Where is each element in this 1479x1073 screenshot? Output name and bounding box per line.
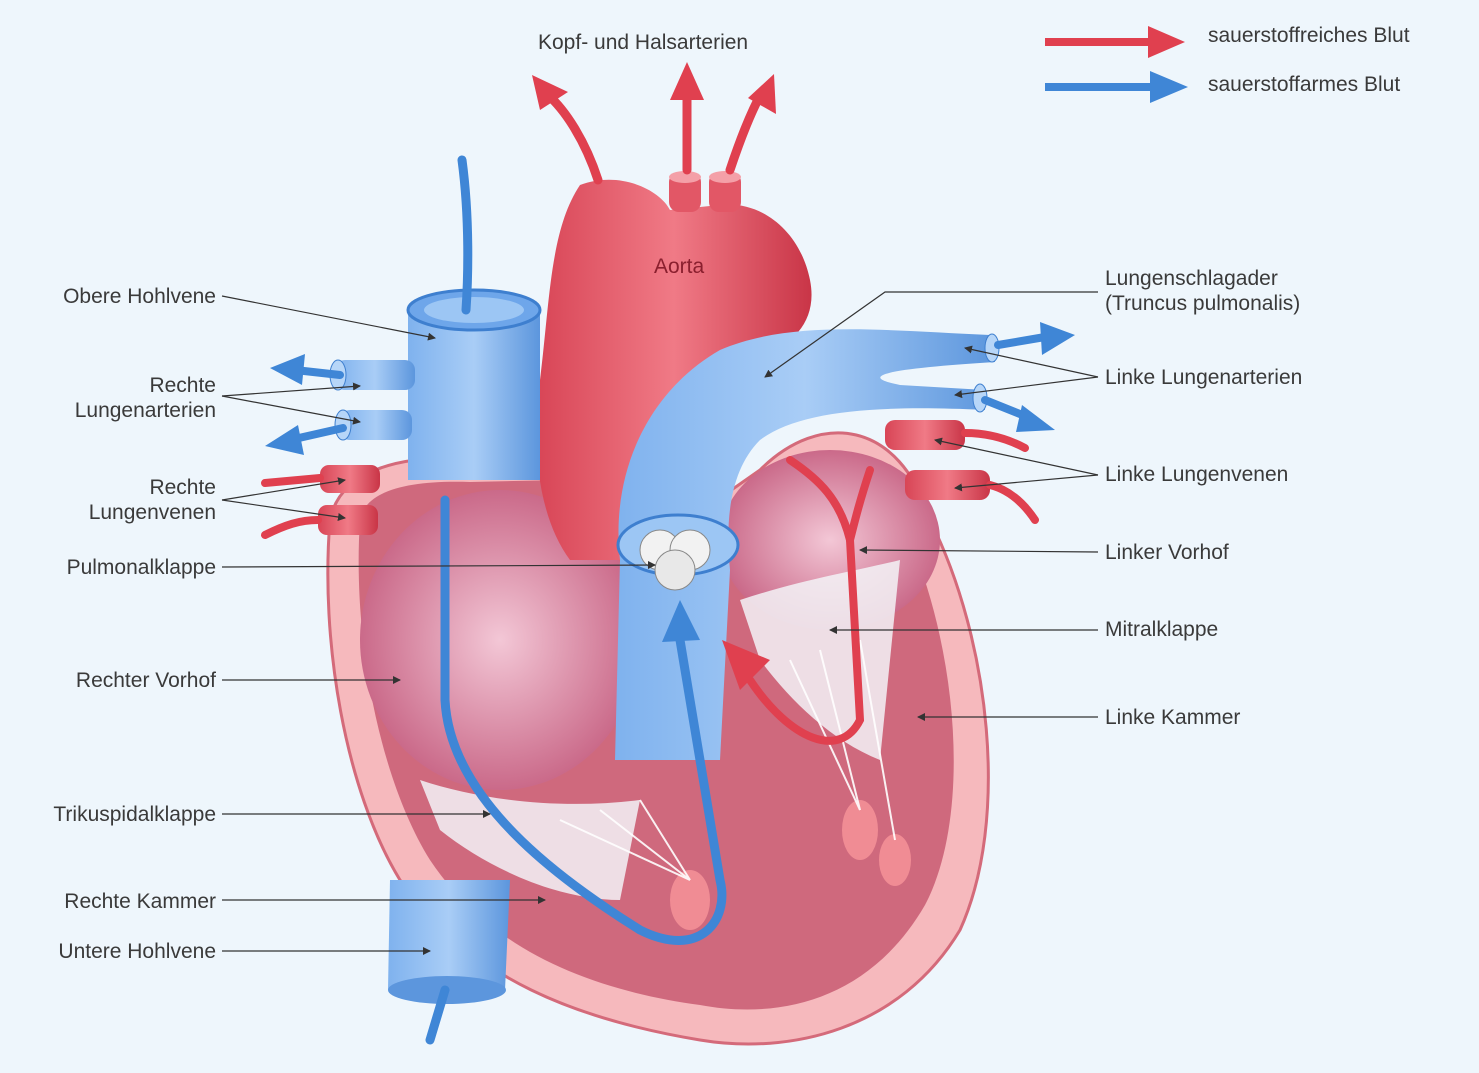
right-pulmonary-vein (320, 465, 380, 493)
label-linker-vorhof: Linker Vorhof (1105, 541, 1229, 564)
label-rechte-lungenvenen-2: Lungenvenen (88, 501, 216, 524)
label-lungenschlagader-1: Lungenschlagader (1105, 267, 1278, 290)
label-aorta: Aorta (654, 255, 705, 278)
superior-vena-cava (408, 310, 540, 480)
label-linke-kammer: Linke Kammer (1105, 706, 1241, 729)
papillary-muscle (670, 870, 710, 930)
label-linke-lungenarterien: Linke Lungenarterien (1105, 366, 1303, 389)
label-rechte-lungenarterien-1: Rechte (149, 374, 216, 397)
papillary-muscle (842, 800, 878, 860)
label-untere-hohlvene: Untere Hohlvene (58, 940, 216, 963)
label-trikuspidalklappe: Trikuspidalklappe (53, 803, 216, 826)
aorta-shape (536, 179, 812, 560)
left-pulmonary-vein (905, 470, 990, 500)
left-pulmonary-vein (885, 420, 965, 450)
label-pulmonalklappe: Pulmonalklappe (66, 556, 216, 579)
label-rechte-kammer: Rechte Kammer (64, 890, 216, 913)
left-heart-flow (746, 456, 874, 745)
label-lungenschlagader-2: (Truncus pulmonalis) (1105, 292, 1301, 315)
label-rechte-lungenarterien-2: Lungenarterien (74, 399, 216, 422)
papillary-muscle (879, 834, 911, 886)
inferior-vena-cava (388, 880, 510, 990)
legend-oxygen-rich: sauerstoffreiches Blut (1208, 24, 1410, 47)
label-linke-lungenvenen: Linke Lungenvenen (1105, 463, 1289, 486)
head-neck-arrows (543, 85, 767, 185)
right-pulmonary-vein (318, 505, 378, 535)
pulmonary-valve-shape (639, 529, 711, 591)
red-flow-arrows (261, 429, 1039, 539)
right-pulmonary-artery (335, 360, 415, 390)
label-obere-hohlvene: Obere Hohlvene (63, 285, 216, 308)
right-heart-flow (425, 155, 727, 1045)
chordae-tendineae (559, 639, 896, 881)
leader-lines-left (221, 295, 656, 955)
label-rechter-vorhof: Rechter Vorhof (75, 669, 216, 692)
legend-arrows (1045, 26, 1188, 103)
label-rechte-lungenvenen-1: Rechte (149, 476, 216, 499)
label-mitralklappe: Mitralklappe (1105, 618, 1219, 641)
pulmonary-trunk (615, 329, 995, 760)
tricuspid-zone (420, 780, 640, 900)
legend-oxygen-poor: sauerstoffarmes Blut (1208, 73, 1401, 96)
label-kopf-halsarterien: Kopf- und Halsarterien (538, 31, 749, 54)
leader-lines-right (764, 291, 1099, 721)
